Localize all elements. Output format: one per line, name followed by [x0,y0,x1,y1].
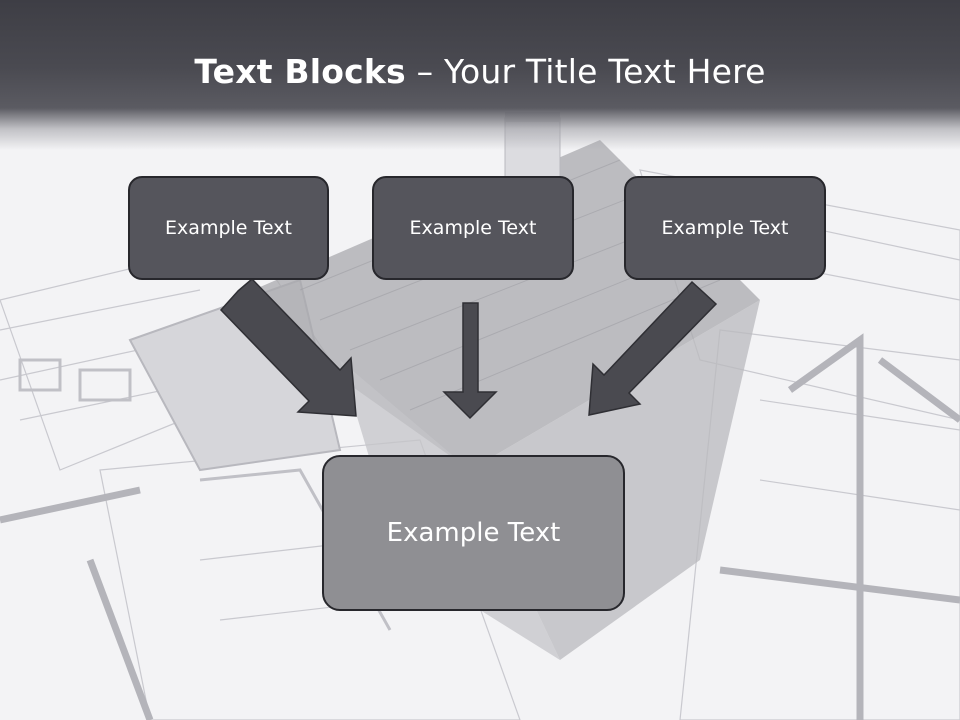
text-block-bottom[interactable]: Example Text [322,455,625,611]
title-rest: Your Title Text Here [443,52,766,91]
text-block-top-right[interactable]: Example Text [624,176,826,280]
text-block-top-center[interactable]: Example Text [372,176,574,280]
text-block-bottom-label: Example Text [386,518,561,548]
title-bar [0,0,960,150]
arrow-top-left-to-bottom [219,277,357,417]
text-block-top-left-label: Example Text [165,217,292,239]
title-dash: – [405,52,444,91]
text-block-top-center-label: Example Text [409,217,537,239]
title-bold-part: Text Blocks [194,52,406,91]
slide-title: Text Blocks – Your Title Text Here [0,52,960,91]
text-block-top-left[interactable]: Example Text [128,176,329,280]
text-block-top-right-label: Example Text [661,217,789,239]
arrow-top-right-to-bottom [588,280,718,416]
arrow-top-center-to-bottom [442,302,498,420]
